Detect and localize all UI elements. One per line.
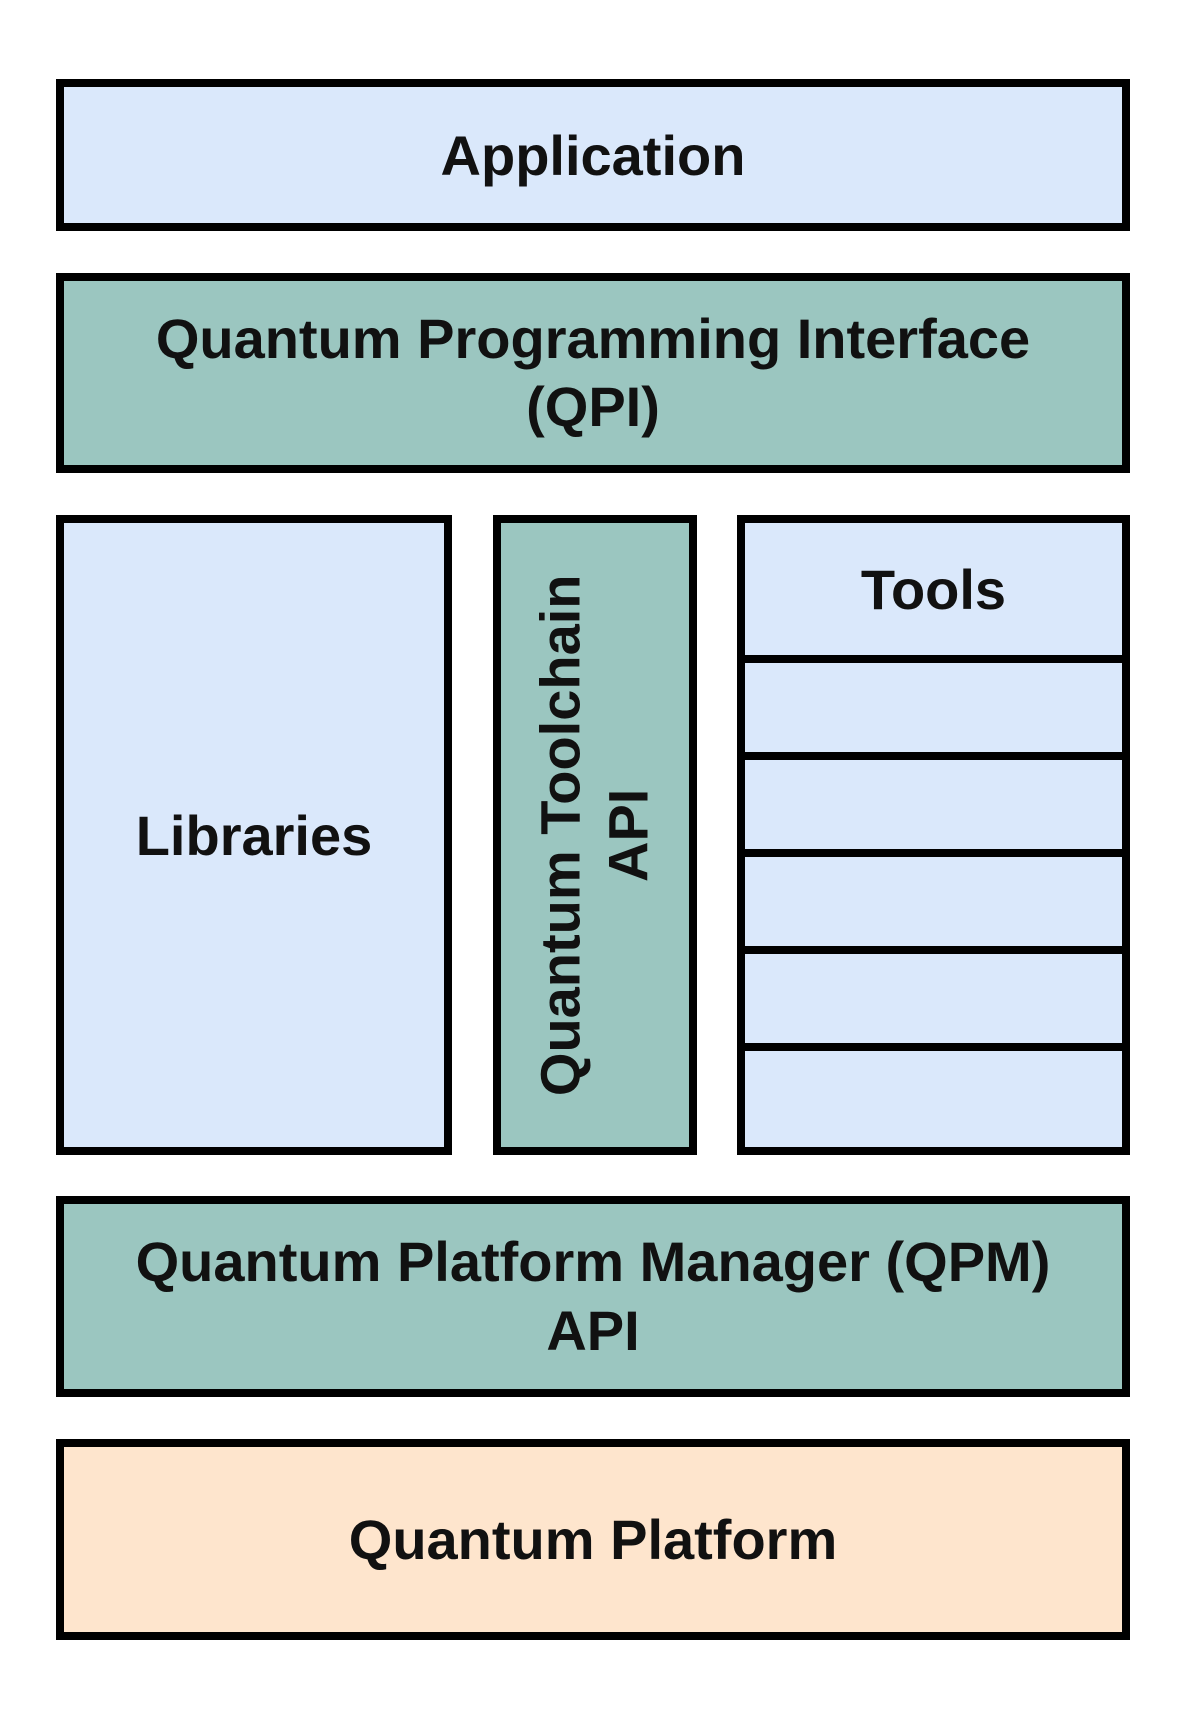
toolchain-api-block: Quantum Toolchain API bbox=[493, 515, 697, 1155]
qpi-label-line1: Quantum Programming Interface bbox=[155, 306, 1031, 370]
tool-slot bbox=[745, 954, 1122, 1051]
tools-label: Tools bbox=[860, 557, 1007, 621]
libraries-label: Libraries bbox=[135, 803, 373, 867]
qpi-label-line2: (QPI) bbox=[526, 375, 660, 438]
tool-slot bbox=[745, 1051, 1122, 1148]
quantum-platform-layer: Quantum Platform bbox=[56, 1439, 1130, 1640]
application-layer: Application bbox=[56, 79, 1130, 231]
application-label: Application bbox=[440, 123, 746, 187]
qpm-label-line2: API bbox=[546, 1298, 640, 1362]
tools-header: Tools bbox=[745, 523, 1122, 663]
toolchain-api-text: Quantum Toolchain API bbox=[527, 574, 664, 1096]
qpm-api-layer: Quantum Platform Manager (QPM) API bbox=[56, 1196, 1130, 1397]
quantum-platform-label: Quantum Platform bbox=[348, 1508, 838, 1571]
tool-slot bbox=[745, 857, 1122, 954]
toolchain-api-line2: API bbox=[597, 788, 661, 882]
tools-block: Tools bbox=[737, 515, 1130, 1155]
qpi-layer: Quantum Programming Interface (QPI) bbox=[56, 273, 1130, 473]
libraries-block: Libraries bbox=[56, 515, 452, 1155]
toolchain-api-line1: Quantum Toolchain bbox=[528, 574, 592, 1096]
tool-slot bbox=[745, 663, 1122, 760]
tool-slot bbox=[745, 760, 1122, 857]
qpm-label-line1: Quantum Platform Manager (QPM) bbox=[135, 1230, 1051, 1294]
